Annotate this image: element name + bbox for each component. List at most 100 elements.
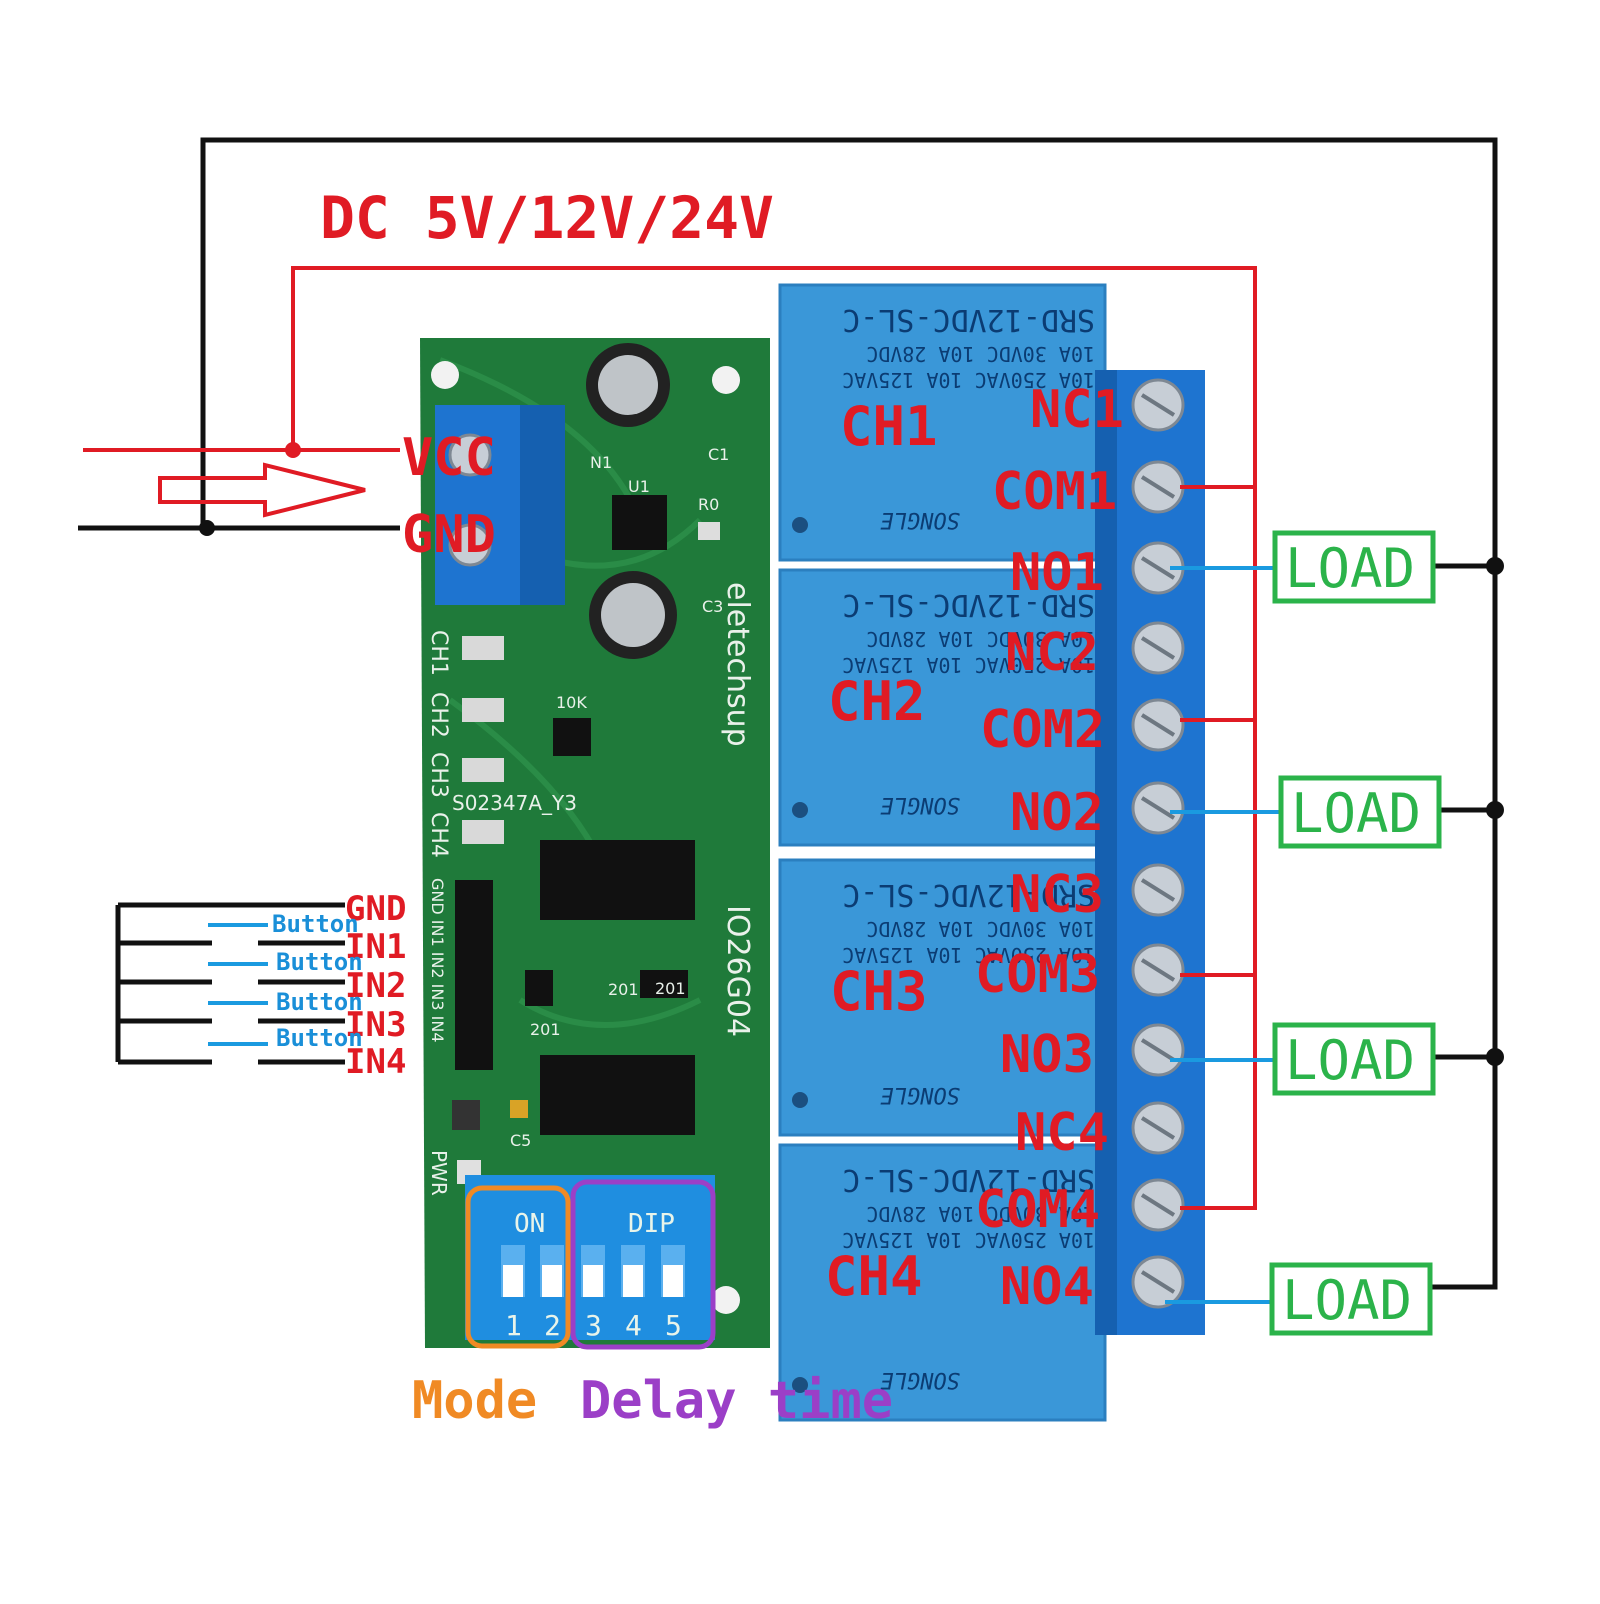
load-label-1: LOAD (1285, 537, 1415, 600)
ic-chip-upper (540, 840, 695, 920)
part-201: 201 (608, 980, 639, 999)
capacitor-c5 (510, 1100, 528, 1118)
channel-leds (462, 636, 504, 844)
relay-brand-text: SONGLE (880, 792, 960, 817)
screw-slot (1140, 1038, 1176, 1062)
terminal-strip-edge (1095, 370, 1117, 1335)
screw-slot (1140, 1270, 1176, 1294)
dip-lever-5 (663, 1265, 683, 1297)
relay-brand-text: SONGLE (880, 1367, 960, 1392)
output-terminal-strip (1095, 370, 1205, 1335)
pwr-silk: PWR (427, 1150, 451, 1196)
screw-slot (1140, 393, 1176, 417)
dip-number-3: 3 (585, 1309, 602, 1342)
relay-channel-label-4: CH4 (825, 1245, 923, 1308)
part-c3: C3 (702, 597, 723, 616)
input-gnd-label: GND (345, 889, 406, 929)
pcb-code-silkscreen: S02347A_Y3 (452, 791, 577, 815)
relay-pin-icon (792, 1377, 808, 1393)
capacitor-top-icon (598, 355, 658, 415)
black-common-wire (200, 137, 1498, 1290)
relay-rating-text: 10A 30VDC 10A 28VDC (866, 1202, 1095, 1226)
red-common-wire (291, 266, 1257, 1210)
input-in4-label: IN4 (345, 1042, 406, 1082)
relay-rating-text: 10A 30VDC 10A 28VDC (866, 627, 1095, 651)
delay-switch-highlight (570, 1179, 716, 1350)
supply-voltage-label: DC 5V/12V/24V (320, 184, 774, 252)
screw-slot (1140, 796, 1176, 820)
button-4-label: Button (276, 1024, 363, 1052)
relay-rating-text: 10A 30VDC 10A 28VDC (866, 917, 1095, 941)
dip-on-label: ON (514, 1209, 545, 1239)
relay-labels: CH1CH2CH3CH4NC1COM1NO1NC2COM2NO2NC3COM3N… (825, 380, 1124, 1317)
terminal-label-com4: COM4 (975, 1180, 1100, 1240)
wires (78, 137, 1504, 1304)
relay-brand-text: SONGLE (880, 1082, 960, 1107)
relay-rating-text: 10A 250VAC 10A 125VAC (842, 368, 1095, 392)
terminal-label-nc3: NC3 (1010, 865, 1104, 925)
load-label-3: LOAD (1285, 1029, 1415, 1092)
relay-body (778, 568, 1107, 847)
header-silk: GND IN1 IN2 IN3 IN4 (428, 878, 447, 1043)
relay-rating-text: 10A 250VAC 10A 125VAC (842, 943, 1095, 967)
screw-slot (1140, 556, 1176, 580)
dip-number-4: 4 (625, 1309, 642, 1342)
dip-lever-4 (623, 1265, 643, 1297)
dip-lever-3 (583, 1265, 603, 1297)
chip-10k (553, 718, 591, 756)
part-r0: R0 (698, 495, 719, 514)
terminal-label-com1: COM1 (992, 462, 1117, 522)
button-1-label: Button (272, 910, 359, 938)
chip-201 (640, 970, 688, 998)
part-201: 201 (530, 1020, 561, 1039)
pin-header-body (455, 880, 493, 1070)
screw-icon (448, 523, 492, 567)
terminal-label-nc1: NC1 (1030, 380, 1124, 440)
relay-model-text: SRD-12VDC-SL-C (842, 587, 1095, 622)
terminal-label-no3: NO3 (1000, 1025, 1094, 1085)
mounting-hole (712, 366, 740, 394)
mode-label: Mode (412, 1371, 537, 1431)
part-c1: C1 (708, 445, 729, 464)
relay-channel-label-1: CH1 (840, 395, 938, 458)
part-201: 201 (655, 979, 686, 998)
vcc-label: VCC (402, 428, 496, 488)
relay-pin-icon (792, 517, 808, 533)
dip-number-5: 5 (665, 1309, 682, 1342)
pcb-traces (438, 357, 703, 1028)
mounting-hole (712, 1286, 740, 1314)
relay-model-text: SRD-12VDC-SL-C (842, 302, 1095, 337)
dip-lever-2 (542, 1265, 562, 1297)
relay-brand-text: SONGLE (880, 507, 960, 532)
capacitor-top-icon (601, 583, 665, 647)
load-box-4 (1269, 1262, 1433, 1336)
dip-number-1: 1 (505, 1309, 522, 1342)
channel-led-2 (462, 698, 504, 722)
screw-slot (1140, 636, 1176, 660)
terminal-label-nc4: NC4 (1015, 1103, 1109, 1163)
relay-body (778, 858, 1107, 1137)
part-10k: 10K (556, 693, 587, 712)
junction-dot (1486, 1048, 1504, 1066)
terminal-side (520, 405, 565, 605)
brand-silkscreen: eletechsup (720, 582, 755, 747)
relay-model-text: SRD-12VDC-SL-C (842, 877, 1095, 912)
load-box-1 (1272, 530, 1436, 604)
dip-lever-1 (503, 1265, 523, 1297)
relay-rating-text: 10A 250VAC 10A 125VAC (842, 1228, 1095, 1252)
junction-dot (1486, 801, 1504, 819)
screw-slot (1140, 713, 1176, 737)
screw-slot (1140, 1116, 1176, 1140)
input-in1-label: IN1 (345, 927, 406, 967)
relay-pin-icon (792, 802, 808, 818)
junction-dot (1486, 557, 1504, 575)
screw-slot (1140, 475, 1176, 499)
